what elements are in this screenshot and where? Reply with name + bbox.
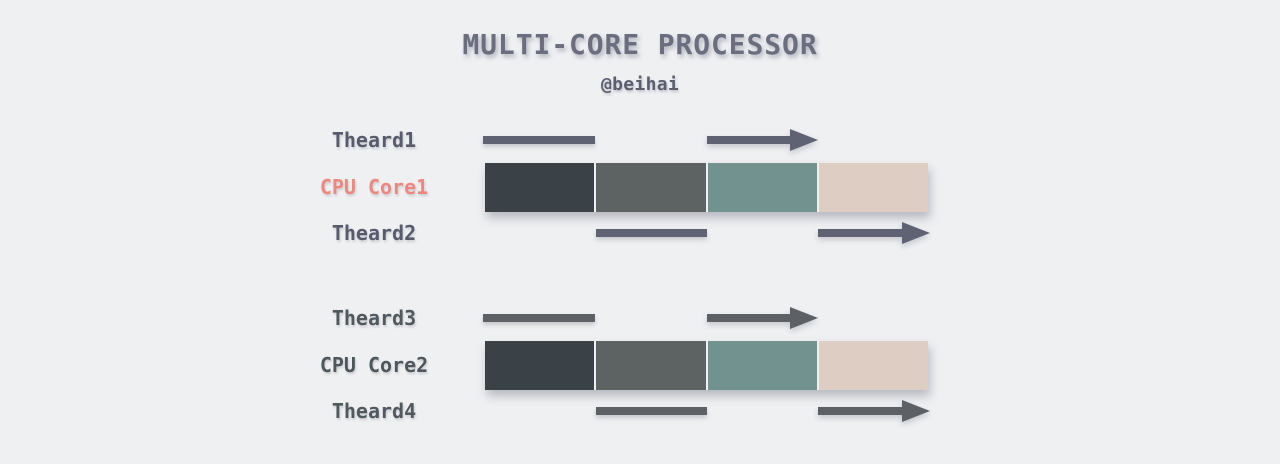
thread1-run-arrow xyxy=(707,129,818,151)
core2-segment-4 xyxy=(818,341,928,390)
thread4-run-arrow xyxy=(818,400,930,422)
core1-segment-3 xyxy=(707,163,817,212)
thread1-label: Theard1 xyxy=(331,128,417,152)
thread4-label: Theard4 xyxy=(331,399,417,423)
thread3-run-line xyxy=(483,314,595,322)
thread4-arrow-shaft xyxy=(818,407,905,415)
core2-segment-2 xyxy=(596,341,706,390)
thread3-arrowhead-icon xyxy=(790,307,818,329)
thread3-run-arrow xyxy=(707,307,818,329)
core1-label: CPU Core1 xyxy=(319,175,429,199)
thread4-arrowhead-icon xyxy=(902,400,930,422)
thread2-arrow-shaft xyxy=(818,229,905,237)
thread1-arrow-shaft xyxy=(707,136,793,144)
thread3-arrow-shaft xyxy=(707,314,793,322)
diagram-title: MULTI-CORE PROCESSOR xyxy=(462,28,818,61)
thread2-run-arrow xyxy=(818,222,930,244)
thread3-label: Theard3 xyxy=(331,306,417,330)
core1-segment-1 xyxy=(485,163,595,212)
thread1-arrowhead-icon xyxy=(790,129,818,151)
core1-segment-4 xyxy=(818,163,928,212)
core2-label: CPU Core2 xyxy=(319,353,429,377)
author-credit: @beihai xyxy=(601,74,679,95)
core2-segment-3 xyxy=(707,341,817,390)
thread2-arrowhead-icon xyxy=(902,222,930,244)
core1-timeline-bar xyxy=(485,163,928,212)
core2-segment-1 xyxy=(485,341,595,390)
core1-segment-2 xyxy=(596,163,706,212)
thread1-run-line xyxy=(483,136,595,144)
thread2-label: Theard2 xyxy=(331,221,417,245)
thread2-run-line xyxy=(596,229,707,237)
core2-timeline-bar xyxy=(485,341,928,390)
thread4-run-line xyxy=(596,407,707,415)
